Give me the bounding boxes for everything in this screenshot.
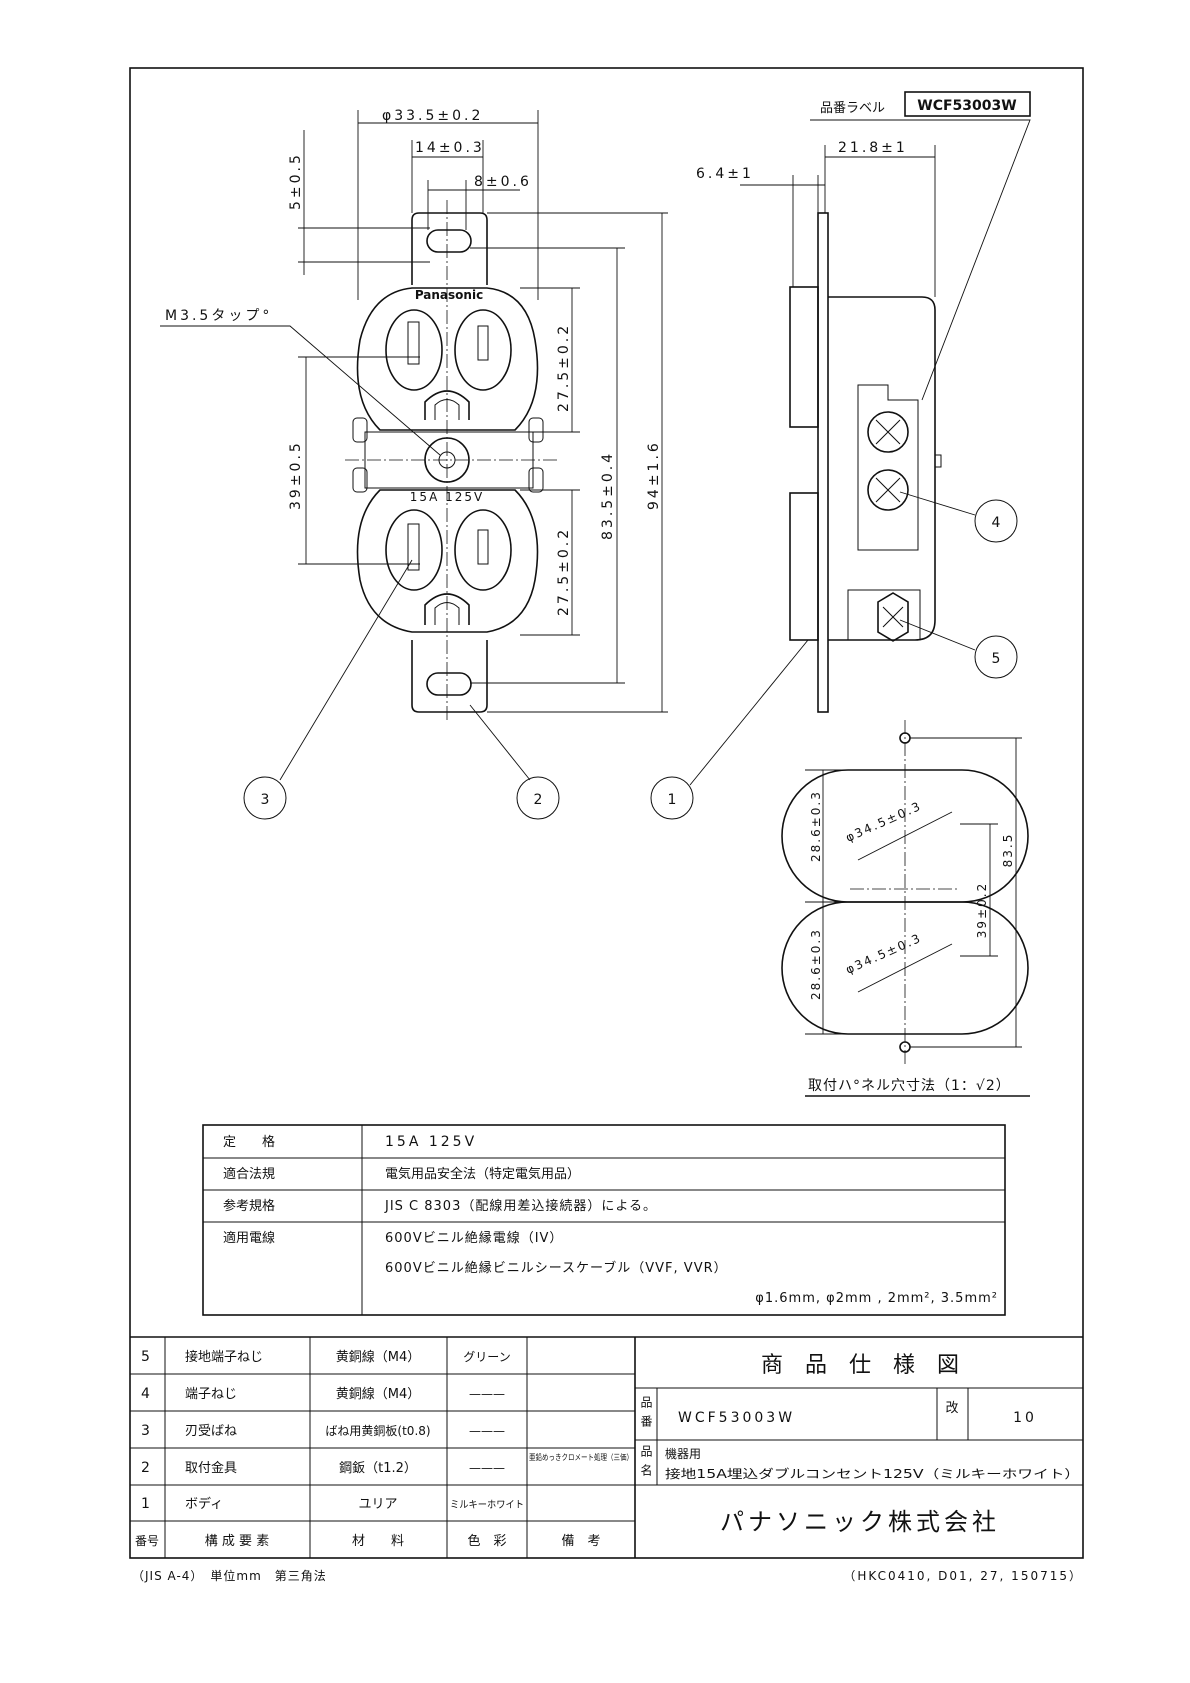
part-material: ばね用黄銅板(t0.8) [325, 1424, 430, 1438]
panel-flat-upper: 28.6±0.3 [809, 790, 823, 862]
parts-row-2: 2 取付金具 鋼鈑（t1.2） ——— 亜鉛めっきクロメート処理（三価） [141, 1452, 633, 1476]
label-caption: 品番ラベル [820, 101, 885, 116]
dim-strap-hole: 5±0.5 [288, 152, 304, 210]
part-note: 亜鉛めっきクロメート処理（三価） [529, 1452, 633, 1462]
product-number: WCF53003W [678, 1410, 795, 1426]
dim-outer-dia: φ33.5±0.2 [382, 108, 483, 124]
spec-label-law: 適合法規 [223, 1166, 275, 1182]
strap-hole-top [426, 229, 472, 253]
panel-flat-lower: 28.6±0.3 [809, 928, 823, 1000]
tap-label: M3.5タップ° [165, 308, 272, 324]
part-color: ——— [469, 1387, 505, 1401]
part-name: 取付金具 [185, 1460, 237, 1476]
panel-pitch: 39±0.2 [975, 882, 989, 938]
spec-value-standard: JIS C 8303（配線用差込接続器）による。 [384, 1198, 657, 1214]
part-no: 2 [141, 1460, 153, 1476]
callout-3: 3 [261, 792, 270, 808]
hinban-label: 品番 [639, 1396, 653, 1434]
part-no: 1 [141, 1496, 153, 1512]
callout-5: 5 [992, 651, 1001, 667]
spec-table: 定 格 15A 125V 適合法規 電気用品安全法（特定電気用品） 参考規格 J… [202, 1124, 1006, 1316]
panel-dia-upper: φ34.5±0.3 [844, 799, 924, 845]
front-view: Panasonic 15A 125V [345, 200, 560, 720]
part-name: ボディ [185, 1496, 223, 1512]
header-no: 番号 [135, 1534, 159, 1548]
part-no: 5 [141, 1349, 153, 1365]
dim-hole-pitch: 83.5±0.4 [600, 451, 616, 540]
part-name: 端子ねじ [185, 1387, 237, 1402]
revision-number: 10 [1013, 1410, 1037, 1426]
outer-frame [129, 67, 1084, 1559]
panel-dia-lower: φ34.5±0.3 [844, 931, 924, 977]
strap-hole-bottom [426, 672, 472, 696]
part-color: ——— [469, 1461, 505, 1475]
header-material: 材 料 [352, 1534, 404, 1549]
product-category: 機器用 [665, 1446, 701, 1461]
header-part: 構 成 要 素 [205, 1534, 269, 1549]
footer-right: （HKC0410, D01, 27, 150715） [843, 1569, 1083, 1583]
parts-row-1: 1 ボディ ユリア ミルキーホワイト [141, 1496, 524, 1512]
hinmei-label: 品名 [639, 1445, 653, 1483]
callout-2: 2 [534, 792, 543, 808]
parts-row-4: 4 端子ねじ 黄銅線（M4） ——— [141, 1386, 505, 1402]
part-name: 刃受ばね [185, 1424, 237, 1439]
part-name: 接地端子ねじ [185, 1349, 263, 1365]
dim-hole-width: 8±0.6 [474, 174, 532, 190]
panel-total: 83.5 [1001, 833, 1015, 868]
spec-value-wire-2: 600Vビニル絶縁ビニルシースケーブル（VVF, VVR） [385, 1260, 728, 1276]
dim-depth: 21.8±1 [838, 140, 908, 156]
spec-value-wire-3: φ1.6mm, φ2mm , 2mm², 3.5mm² [755, 1291, 998, 1306]
revision-label: 改 [945, 1401, 958, 1416]
callout-4: 4 [992, 515, 1001, 531]
spec-label-wire: 適用電線 [223, 1230, 275, 1246]
dim-face-lower: 27.5±0.2 [556, 527, 572, 616]
document-title: 商 品 仕 様 図 [761, 1353, 959, 1378]
product-name: 接地15A埋込ダブルコンセント125V（ミルキーホワイト） [665, 1466, 1080, 1481]
part-material: 黄銅線（M4） [336, 1349, 421, 1365]
spec-label-rating: 定 格 [223, 1134, 275, 1150]
parts-header: 番号 構 成 要 素 材 料 色 彩 備 考 [135, 1533, 601, 1549]
side-view: 6.4±1 21.8±1 品番ラベル WCF53003W [696, 91, 1031, 713]
header-color: 色 彩 [467, 1533, 506, 1549]
dim-plate-offset: 6.4±1 [696, 166, 754, 182]
parts-row-5: 5 接地端子ねじ 黄銅線（M4） グリーン [141, 1349, 511, 1365]
spec-value-law: 電気用品安全法（特定電気用品） [385, 1166, 580, 1182]
dim-center-pitch: 39±0.5 [288, 440, 304, 510]
brand-mark: Panasonic [415, 288, 483, 302]
part-color: ——— [469, 1424, 505, 1438]
part-material: 鋼鈑（t1.2） [339, 1461, 417, 1476]
panel-cutout: φ34.5±0.3 φ34.5±0.3 28.6±0.3 28.6±0.3 39… [781, 720, 1030, 1097]
spec-value-rating: 15A 125V [385, 1134, 477, 1150]
panel-caption: 取付ハ°ネル穴寸法（1：√2） [808, 1078, 1011, 1094]
part-no: 4 [141, 1386, 153, 1402]
dim-face-upper: 27.5±0.2 [556, 323, 572, 412]
spec-label-standard: 参考規格 [223, 1198, 275, 1214]
callout-1: 1 [668, 792, 677, 808]
part-material: ユリア [358, 1497, 397, 1512]
part-no: 3 [141, 1423, 153, 1439]
rating-mark: 15A 125V [410, 490, 484, 504]
label-value: WCF53003W [917, 98, 1016, 114]
dim-overall: 94±1.6 [646, 440, 662, 510]
part-color: グリーン [463, 1350, 510, 1364]
part-material: 黄銅線（M4） [336, 1386, 421, 1402]
footer-left: （JIS A-4） 単位mm 第三角法 [132, 1568, 327, 1583]
title-block: 商 品 仕 様 図 品番 WCF53003W 改 10 品名 機器用 接地15A… [635, 1353, 1083, 1536]
header-note: 備 考 [561, 1533, 600, 1549]
part-color: ミルキーホワイト [450, 1499, 524, 1511]
company-name: パナソニック株式会社 [720, 1508, 1000, 1536]
dim-strap-width: 14±0.3 [415, 140, 485, 156]
spec-value-wire-1: 600Vビニル絶縁電線（IV） [385, 1230, 563, 1246]
callouts: 1 2 3 4 5 [243, 491, 1018, 820]
parts-row-3: 3 刃受ばね ばね用黄銅板(t0.8) ——— [141, 1423, 505, 1439]
front-dimensions: φ33.5±0.2 14±0.3 8±0.6 5±0.5 M3.5タップ° 39… [160, 108, 668, 713]
